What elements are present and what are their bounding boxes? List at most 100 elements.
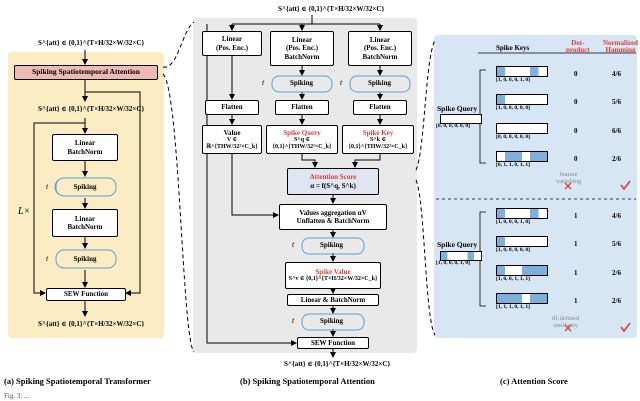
spike-key-formula: S^k ∈ {0,1}^{THW/32²×C_k} [348,136,408,150]
hamming-header-1: Normalized [603,39,638,47]
linear-batchnorm-label: Linear & BatchNorm [300,295,366,304]
spike-query-title: Spike Query [283,128,321,137]
layer-repeat-label: L× [18,206,31,217]
key-vector: [1, 0, 0, 0, 0, 0] [496,105,530,111]
spike-value-box[interactable]: Spike Value S^v ∈ {0,1}^{T×H/32×W/32×C_k… [285,262,381,289]
spike-keys-header: Spike Keys [496,44,530,52]
key-cube [496,265,548,276]
panel-a-spiking-2[interactable]: Spiking [52,249,118,270]
time-symbol: t [292,316,295,325]
key-cube [496,94,548,105]
hamming-value: 2/6 [612,297,621,305]
dot-value: 1 [574,269,578,277]
panel-b-flatten-left[interactable]: Flatten [205,100,259,115]
dot-product-header-1: Dot- [571,39,585,47]
linear-label: Linear [221,35,243,44]
panel-b-linear-left[interactable]: Linear (Pos. Enc.) [202,31,262,56]
panel-a-sew-function[interactable]: SEW Function [46,288,126,301]
hamming-header: Normalized Hamming [603,40,638,54]
panel-a-spiking-1[interactable]: Spiking [52,177,118,198]
panel-b-flatten-right[interactable]: Flatten [353,100,407,115]
dot-value: 0 [574,70,578,78]
key-cube [496,293,548,304]
spiking-attention-block[interactable]: Spiking Spatiotemporal Attention [14,65,158,80]
spike-value-title: Spike Value [315,268,351,277]
key-vector: [1, 0, 0, 0, 1, 0] [496,77,530,83]
values-agg-title: Values aggregation αV [299,208,367,217]
panel-b-spiking-out[interactable]: Spiking [320,317,343,325]
panel-b-spiking-right[interactable]: Spiking [368,79,391,87]
panel-a-linear-2[interactable]: Linear BatchNorm [52,209,118,237]
panel-a-output-label: S^{att} ∈ {0,1}^{T×H/32×W/32×C} [38,320,145,328]
spike-query-label-1: Spike Query [437,104,478,113]
key-vector: [1, 0, 0, 0, 1, 0] [496,219,530,225]
hamming-value: 2/6 [612,269,621,277]
time-symbol: t [262,78,265,87]
key-cube [496,208,548,219]
spike-query-label-2: Spike Query [437,240,478,249]
panel-a-caption: (a) Spiking Spatiotemporal Transformer [4,376,151,386]
pos-enc-label: (Pos. Enc.) [215,43,249,52]
batchnorm-label: BatchNorm [362,52,398,61]
linear-batchnorm-box[interactable]: Linear & BatchNorm [287,294,379,306]
pos-enc-label: (Pos. Enc.) [363,44,397,53]
key-cube [496,151,548,162]
hamming-value: 5/6 [612,98,621,106]
hamming-value: 6/6 [612,127,621,135]
spiking-attention-label: Spiking Spatiotemporal Attention [32,67,140,77]
batchnorm-label: BatchNorm [67,223,103,231]
dot-value: 1 [574,212,578,220]
linear-label: Linear [291,36,313,45]
panel-b-spiking-mid[interactable]: Spiking [290,79,313,87]
pos-enc-label: (Pos. Enc.) [285,44,319,53]
spike-value-formula: S^v ∈ {0,1}^{T×H/32×W/32×C_k} [288,276,378,283]
sew-label: SEW Function [310,338,356,347]
spike-query-box[interactable]: Spike Query S^q ∈ {0,1}^{THW/32²×C_k} [266,125,338,154]
panel-a-linear-1[interactable]: Linear BatchNorm [52,134,118,161]
panel-b-output-label: S^{att} ∈ {0,1}^{T×H/32×W/32×C} [284,360,391,368]
sew-label: SEW Function [63,290,109,299]
hamming-value: 2/6 [612,155,621,163]
note-line: similarity [553,321,578,329]
key-vector: [1, 0, 0, 1, 1, 1] [496,276,530,282]
panel-b-flatten-mid[interactable]: Flatten [275,100,329,115]
time-symbol: t [340,78,343,87]
query-vector-1: [0, 0, 0, 0, 0, 0] [436,123,470,129]
values-aggregation-box[interactable]: Values aggregation αV Unflatten & BatchN… [279,204,387,230]
panel-b-spiking-v[interactable]: Spiking [320,241,343,249]
dot-value: 0 [574,98,578,106]
key-cube [496,123,548,134]
hamming-value: 4/6 [612,70,621,78]
query-vector-2: [1, 0, 0, 0, 1, 0] [436,260,470,266]
note-line: ill-defined [552,315,580,322]
key-vector: [0, 0, 0, 0, 0, 0] [496,134,530,140]
key-cube [496,66,548,77]
panel-c-caption: (c) Attention Score [500,376,568,386]
dot-value: 0 [574,127,578,135]
spike-query-formula: S^q ∈ {0,1}^{THW/32²×C_k} [272,136,332,150]
batchnorm-label: BatchNorm [67,147,103,156]
spike-key-title: Spike Key [362,128,394,137]
dot-value: 1 [574,240,578,248]
linear-label: Linear [74,139,96,148]
time-symbol: t [46,254,49,263]
panel-b-caption: (b) Spiking Spatiotemporal Attention [240,376,375,386]
key-cube [496,236,548,247]
attention-score-box[interactable]: Attention Score α = f(S^q, S^k) [287,168,379,195]
spike-key-box[interactable]: Spike Key S^k ∈ {0,1}^{THW/32²×C_k} [342,125,414,154]
panel-b-sew-function[interactable]: SEW Function [297,337,369,349]
key-vector: [1, 0, 0, 0, 0, 0] [496,247,530,253]
time-symbol: t [292,240,295,249]
figure-footer: Fig. 3: ... [4,392,30,400]
hamming-header-2: Hamming [605,46,636,54]
batchnorm-label: BatchNorm [284,52,320,61]
panel-c-background [434,35,637,338]
value-box[interactable]: Value V ∈ ℝ^{THW/32²×C_k} [202,125,262,154]
time-symbol: t [46,182,49,191]
key-vector: [0, 1, 1, 0, 1, 1] [496,162,530,168]
dot-product-header: Dot- product [566,40,590,54]
spiking-label: Spiking [73,255,97,264]
panel-b-linear-mid[interactable]: Linear (Pos. Enc.) BatchNorm [270,31,334,66]
panel-b-linear-right[interactable]: Linear (Pos. Enc.) BatchNorm [348,31,412,66]
